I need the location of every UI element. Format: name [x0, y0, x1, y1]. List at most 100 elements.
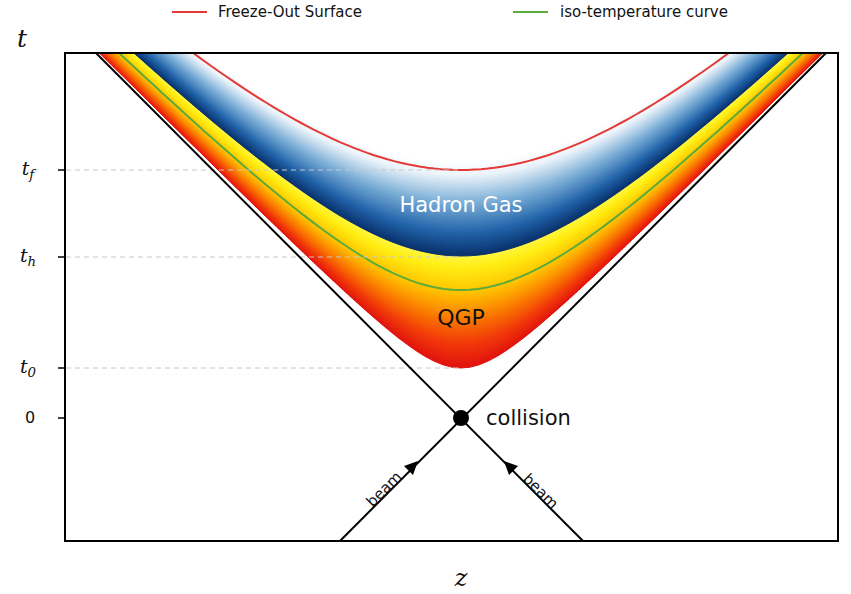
temperature-band	[193, 53, 729, 170]
collision-point	[453, 410, 469, 426]
temperature-band	[100, 53, 823, 366]
temperature-band	[156, 53, 767, 218]
temperature-band	[114, 53, 809, 306]
temperature-band	[118, 53, 805, 294]
temperature-band	[146, 53, 776, 234]
temperature-band	[158, 53, 763, 214]
temperature-band	[168, 53, 753, 200]
temperature-band	[119, 53, 803, 290]
temperature-band	[109, 53, 813, 322]
temperature-band	[181, 53, 741, 184]
temperature-band	[139, 53, 783, 246]
temperature-band	[173, 53, 749, 194]
temperature-band	[188, 53, 734, 176]
region-label: beam	[520, 471, 561, 512]
temperature-band	[102, 53, 819, 350]
temperature-band	[135, 53, 787, 254]
temperature-band	[160, 53, 763, 212]
region-label: Hadron Gas	[399, 195, 522, 216]
temperature-band	[195, 53, 727, 168]
surface-curve	[119, 53, 803, 290]
temperature-band	[163, 53, 760, 208]
temperature-band	[104, 53, 817, 340]
temperature-band	[127, 53, 796, 272]
temperature-band	[138, 53, 784, 248]
surface-curves	[119, 53, 803, 290]
region-label: QGP	[437, 307, 485, 329]
temperature-band	[132, 53, 790, 260]
temperature-band	[137, 53, 785, 250]
temperature-band	[106, 53, 816, 334]
temperature-band	[117, 53, 805, 296]
temperature-band	[113, 53, 809, 308]
temperature-band	[101, 53, 820, 356]
temperature-band	[142, 53, 779, 240]
temperature-band	[152, 53, 770, 224]
temperature-band	[101, 53, 822, 360]
temperature-band	[110, 53, 812, 318]
axis-tick-label: t0	[20, 357, 36, 379]
temperature-band	[99, 53, 822, 368]
temperature-band	[125, 53, 797, 276]
temperature-band	[106, 53, 815, 332]
temperature-band	[103, 53, 819, 348]
plot-frame	[65, 53, 838, 541]
temperature-band	[140, 53, 782, 244]
temperature-band	[144, 53, 779, 238]
temperature-band	[179, 53, 743, 186]
temperature-band	[107, 53, 814, 328]
temperature-band	[154, 53, 767, 220]
temperature-band	[118, 53, 803, 292]
region-label: 0	[25, 410, 35, 426]
temperature-band	[109, 53, 812, 320]
temperature-band	[111, 53, 811, 314]
temperature-band	[102, 53, 820, 352]
temperature-band	[122, 53, 801, 284]
region-label: beam	[364, 469, 405, 510]
temperature-band	[176, 53, 746, 190]
temperature-band	[104, 53, 819, 344]
legend-text: iso-temperature curve	[560, 5, 728, 20]
temperature-band	[174, 53, 747, 192]
beam-arrows	[404, 461, 518, 475]
temperature-band	[141, 53, 781, 242]
temperature-band	[123, 53, 799, 280]
temperature-band	[103, 53, 819, 346]
temperature-band	[100, 53, 822, 364]
temperature-band	[171, 53, 750, 196]
temperature-band	[131, 53, 791, 262]
temperature-band	[129, 53, 793, 266]
temperature-band	[107, 53, 815, 330]
light-cone	[96, 53, 826, 541]
temperature-band	[112, 53, 809, 310]
temperature-band	[183, 53, 740, 182]
temperature-band	[105, 53, 816, 336]
temperature-band	[167, 53, 755, 202]
axis-label: t	[17, 26, 27, 51]
temperature-band	[190, 53, 733, 174]
temperature-band	[201, 53, 721, 162]
temperature-bands	[99, 53, 822, 368]
temperature-band	[104, 53, 818, 342]
temperature-band	[130, 53, 792, 264]
temperature-band	[116, 53, 805, 298]
legend-line	[513, 11, 548, 13]
temperature-band	[124, 53, 798, 278]
temperature-band	[184, 53, 737, 180]
temperature-band	[111, 53, 812, 316]
temperature-band	[100, 53, 821, 362]
surface-curve	[193, 53, 729, 170]
temperature-band	[178, 53, 745, 188]
axis-tick-label: tf	[22, 159, 35, 181]
temperature-band	[128, 53, 794, 268]
temperature-band	[114, 53, 807, 304]
axis-ticks	[58, 170, 65, 418]
axis-label: z	[455, 566, 468, 590]
legend-text: Freeze-Out Surface	[218, 5, 362, 20]
axis-tick-label: th	[20, 246, 36, 268]
temperature-band	[102, 53, 821, 354]
temperature-band	[147, 53, 775, 232]
temperature-band	[126, 53, 797, 274]
